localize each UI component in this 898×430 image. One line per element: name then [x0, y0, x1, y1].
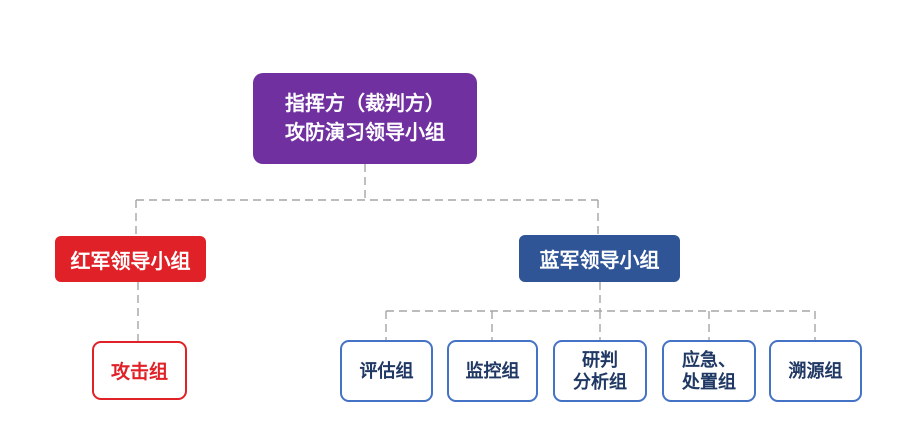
node-command-leadership-group: 指挥方（裁判方） 攻防演习领导小组: [253, 73, 477, 164]
node-emergency-response-group: 应急、 处置组: [662, 340, 756, 402]
node-evaluation-group: 评估组: [340, 340, 433, 402]
node-monitoring-group: 监控组: [447, 340, 538, 402]
node-blue-army-leadership-group: 蓝军领导小组: [519, 235, 680, 282]
node-red-army-leadership-group: 红军领导小组: [55, 236, 206, 282]
node-attack-group: 攻击组: [92, 341, 187, 400]
node-research-analysis-group: 研判 分析组: [553, 340, 647, 402]
node-traceability-group: 溯源组: [769, 340, 862, 402]
